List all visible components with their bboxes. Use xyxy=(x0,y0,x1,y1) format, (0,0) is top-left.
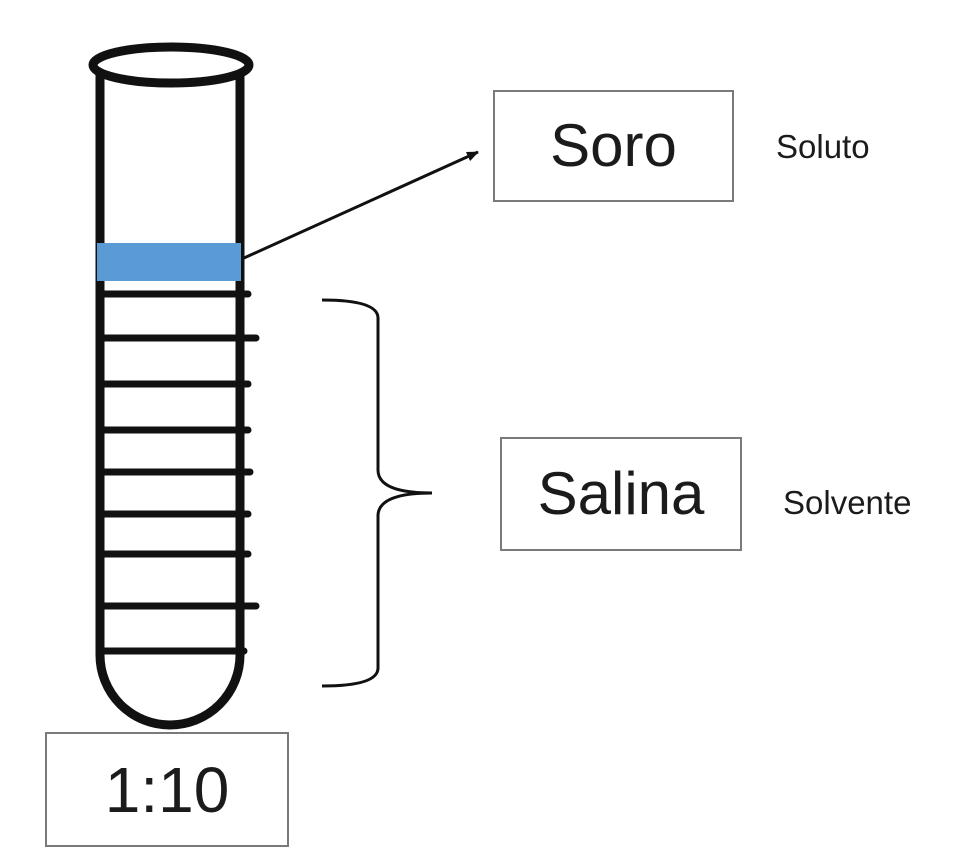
solvent-caption: Solvente xyxy=(783,484,912,521)
test-tube-rim xyxy=(88,42,254,88)
dilution-ratio-box: 1:10 xyxy=(45,732,289,847)
saline-brace xyxy=(321,298,433,688)
test-tube xyxy=(88,42,260,730)
dilution-ratio-label: 1:10 xyxy=(104,753,230,826)
test-tube-wall xyxy=(95,72,245,730)
solute-caption: Soluto xyxy=(776,128,870,165)
serum-label: Soro xyxy=(550,112,677,179)
serum-arrow xyxy=(243,150,479,260)
serum-band xyxy=(97,243,241,281)
saline-label-box: Salina xyxy=(500,437,742,551)
saline-label: Salina xyxy=(537,460,705,527)
serum-label-box: Soro xyxy=(493,90,734,202)
graduation-lines xyxy=(96,290,260,655)
